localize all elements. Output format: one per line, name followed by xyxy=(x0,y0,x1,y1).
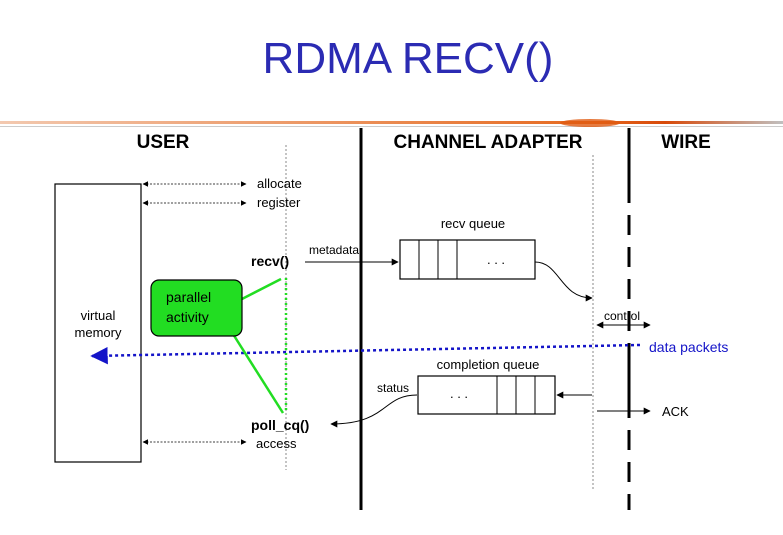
parallel-activity-label-1: parallel xyxy=(166,289,211,305)
header-user: USER xyxy=(137,132,190,153)
completion-queue-label: completion queue xyxy=(437,357,540,372)
parallel-activity-label-2: activity xyxy=(166,309,209,325)
recv-queue-label: recv queue xyxy=(441,216,505,231)
control-label: control xyxy=(604,309,640,323)
header-wire: WIRE xyxy=(661,132,711,153)
parallel-activity-lines xyxy=(231,277,288,414)
recv-to-adapter-arrow xyxy=(534,261,593,302)
virtual-memory-label-2: memory xyxy=(75,325,122,340)
status-label: status xyxy=(377,381,409,395)
metadata-label: metadata xyxy=(309,243,359,257)
completion-queue xyxy=(417,375,556,415)
register-label: register xyxy=(257,195,301,210)
ack-label: ACK xyxy=(662,404,689,419)
title-rule xyxy=(0,119,783,127)
poll-cq-label: poll_cq() xyxy=(251,417,309,433)
data-packets-arrow xyxy=(90,343,641,365)
recv-call-label: recv() xyxy=(251,253,289,269)
recv-queue-dots: . . . xyxy=(487,252,505,267)
completion-queue-dots: . . . xyxy=(450,386,468,401)
page-title: RDMA RECV() xyxy=(263,34,554,83)
virtual-memory-label-1: virtual xyxy=(81,308,116,323)
virtual-memory-box xyxy=(54,183,142,463)
status-arrow xyxy=(330,394,418,428)
access-label: access xyxy=(256,436,297,451)
data-packets-label: data packets xyxy=(649,339,728,355)
parallel-activity-box xyxy=(150,279,243,337)
allocate-label: allocate xyxy=(257,176,302,191)
header-channel-adapter: CHANNEL ADAPTER xyxy=(394,132,583,153)
recv-queue xyxy=(399,239,536,280)
